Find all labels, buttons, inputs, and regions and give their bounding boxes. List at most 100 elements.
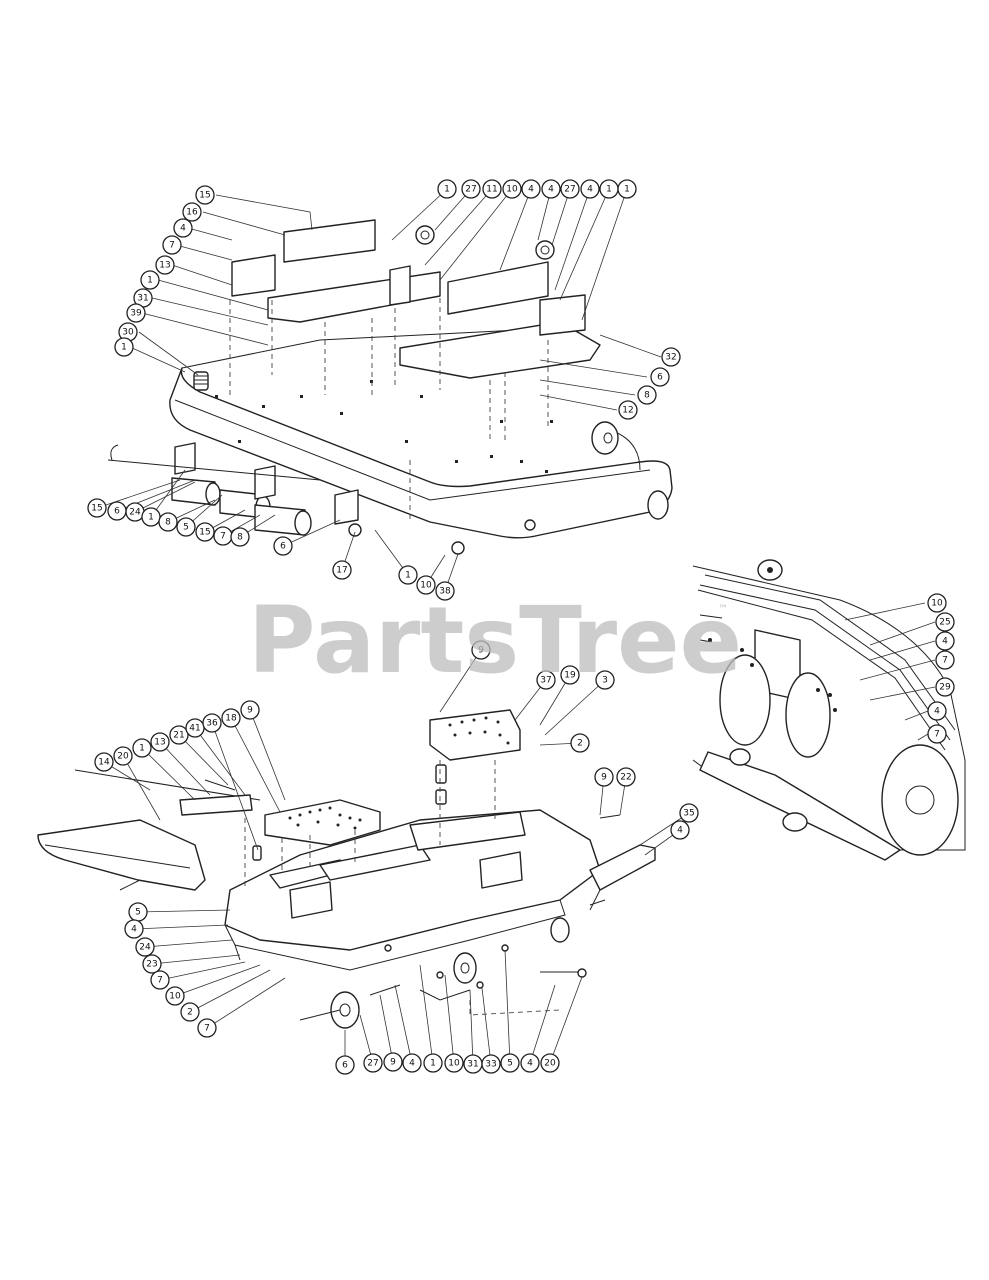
callout-upper-deck-assembly-30: 15	[195, 522, 215, 542]
callout-lower-deck-assembly-11: 19	[560, 665, 580, 685]
callout-upper-deck-assembly-24: 15	[87, 498, 107, 518]
callout-label: 7	[942, 656, 948, 666]
callout-upper-deck-assembly-16: 27	[560, 179, 580, 199]
callout-label: 2	[187, 1008, 193, 1018]
callout-label: 21	[173, 731, 184, 741]
callout-label: 6	[342, 1061, 348, 1071]
callout-label: 7	[169, 241, 175, 251]
bracket-left	[231, 254, 276, 297]
callout-label: 1	[444, 185, 450, 195]
callout-label: 1	[139, 744, 145, 754]
callout-label: 4	[409, 1059, 415, 1069]
callout-label: 29	[939, 683, 951, 693]
inset-frame	[692, 565, 966, 851]
callout-lower-deck-assembly-30: 1	[423, 1053, 443, 1073]
callout-label: 30	[122, 328, 134, 338]
callout-label: 23	[146, 960, 157, 970]
lower-plate-mid	[319, 844, 431, 881]
callout-upper-deck-assembly-14: 4	[521, 179, 541, 199]
callout-upper-deck-assembly-11: 27	[461, 179, 481, 199]
lower-wheel-right	[453, 952, 477, 984]
callout-upper-deck-assembly-35: 1	[398, 565, 418, 585]
callout-lower-deck-assembly-33: 33	[481, 1054, 501, 1074]
callout-label: 31	[467, 1060, 478, 1070]
callout-upper-deck-assembly-12: 11	[482, 179, 502, 199]
callout-label: 4	[942, 637, 948, 647]
callout-label: 4	[527, 1059, 533, 1069]
lower-arm	[589, 844, 656, 891]
inset-holes	[708, 638, 837, 712]
callout-label: 10	[448, 1059, 460, 1069]
callout-upper-deck-assembly-10: 1	[437, 179, 457, 199]
callout-lower-deck-assembly-3: 13	[150, 732, 170, 752]
callout-lower-deck-assembly-35: 4	[520, 1053, 540, 1073]
callout-lower-deck-assembly-29: 4	[402, 1053, 422, 1073]
cover-right	[429, 709, 521, 761]
detail-inset-view	[692, 559, 966, 861]
callout-label: 31	[137, 294, 148, 304]
callout-label: 6	[280, 542, 286, 552]
callout-upper-deck-assembly-0: 15	[195, 185, 215, 205]
discharge-chute	[37, 819, 206, 891]
callout-label: 27	[564, 185, 575, 195]
callout-label: 15	[199, 191, 210, 201]
callout-detail-inset-3: 7	[935, 650, 955, 670]
upper-deck-holes	[215, 380, 553, 473]
callout-label: 24	[139, 943, 151, 953]
callout-label: 14	[98, 758, 110, 768]
callout-label: 7	[220, 532, 226, 542]
callout-lower-deck-assembly-9: 9	[471, 640, 491, 660]
callout-label: 8	[644, 391, 650, 401]
spring	[193, 371, 209, 391]
callout-upper-deck-assembly-28: 8	[158, 512, 178, 532]
callout-upper-deck-assembly-5: 1	[140, 270, 160, 290]
callout-lower-deck-assembly-20: 24	[135, 937, 155, 957]
callout-label: 1	[430, 1059, 436, 1069]
callout-lower-deck-assembly-13: 2	[570, 733, 590, 753]
callout-label: 9	[478, 646, 484, 656]
callout-label: 22	[620, 773, 631, 783]
callout-lower-deck-assembly-8: 9	[240, 700, 260, 720]
callout-label: 20	[544, 1059, 556, 1069]
callout-upper-deck-assembly-27: 1	[141, 507, 161, 527]
callout-upper-deck-assembly-7: 39	[126, 303, 146, 323]
callout-label: 15	[91, 504, 102, 514]
callout-upper-deck-assembly-3: 7	[162, 235, 182, 255]
callout-label: 8	[237, 533, 243, 543]
callout-lower-deck-assembly-4: 21	[169, 725, 189, 745]
callout-upper-deck-assembly-32: 8	[230, 527, 250, 547]
callout-label: 35	[683, 809, 694, 819]
callout-label: 10	[506, 185, 518, 195]
callout-label: 6	[657, 373, 663, 383]
callout-label: 25	[939, 618, 950, 628]
callout-upper-deck-assembly-36: 10	[416, 575, 436, 595]
callout-detail-inset-1: 25	[935, 612, 955, 632]
callout-upper-deck-assembly-18: 1	[599, 179, 619, 199]
callout-lower-deck-assembly-0: 14	[94, 752, 114, 772]
callout-detail-inset-4: 29	[935, 677, 955, 697]
callout-detail-inset-6: 7	[927, 724, 947, 744]
callout-label: 27	[367, 1059, 378, 1069]
callout-upper-deck-assembly-19: 1	[617, 179, 637, 199]
callout-label: 3	[602, 676, 608, 686]
callout-label: 9	[390, 1058, 396, 1068]
upper-deck-view	[107, 219, 673, 555]
callout-label: 9	[601, 773, 607, 783]
bracket-mid	[283, 219, 376, 263]
callout-upper-deck-assembly-2: 4	[173, 218, 193, 238]
callout-label: 4	[934, 707, 940, 717]
inset-pulley-mid	[785, 672, 831, 758]
callout-lower-deck-assembly-19: 4	[124, 919, 144, 939]
callout-label: 15	[199, 528, 210, 538]
callout-label: 1	[624, 185, 630, 195]
callout-label: 10	[169, 992, 181, 1002]
callout-label: 4	[528, 185, 534, 195]
callout-label: 12	[622, 406, 633, 416]
callout-lower-deck-assembly-16: 35	[679, 803, 699, 823]
lower-deck-housing	[224, 809, 601, 951]
callout-lower-deck-assembly-31: 10	[444, 1053, 464, 1073]
callout-upper-deck-assembly-9: 1	[114, 337, 134, 357]
callout-lower-deck-assembly-12: 3	[595, 670, 615, 690]
callout-lower-deck-assembly-24: 2	[180, 1002, 200, 1022]
watermark: PartsTree ™	[248, 587, 742, 694]
